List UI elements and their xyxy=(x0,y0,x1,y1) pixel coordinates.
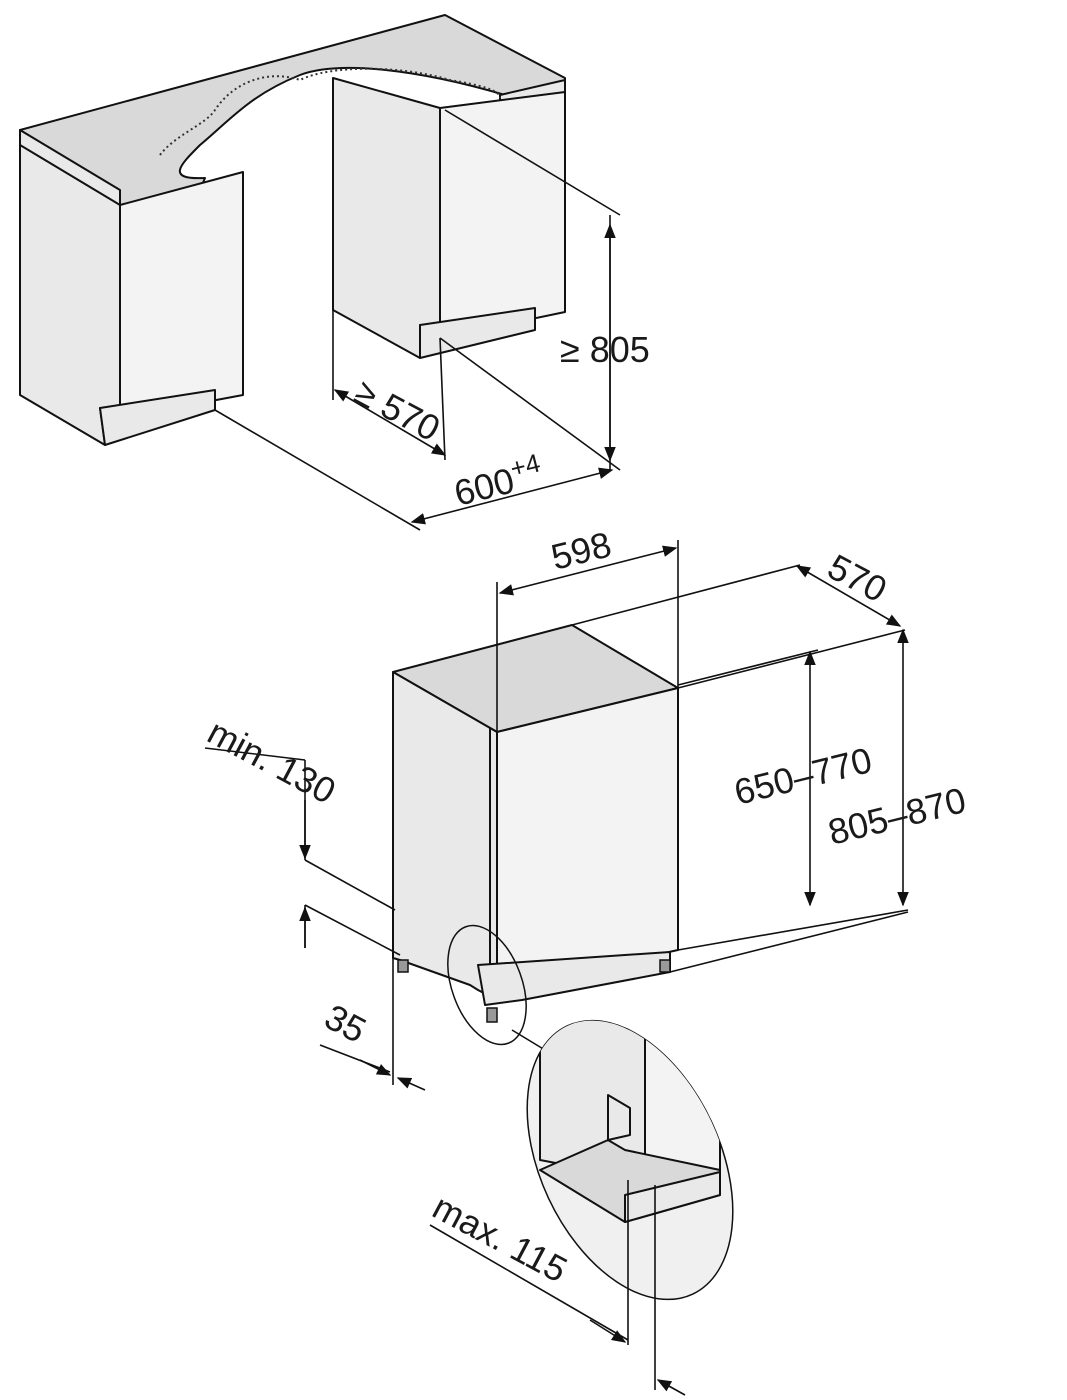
appliance-depth-label: 570 xyxy=(821,546,893,610)
appliance-depth-dimension xyxy=(795,565,902,627)
niche-width-tolerance: +4 xyxy=(507,447,543,483)
dishwasher-appliance xyxy=(204,540,909,1396)
niche-cabinets xyxy=(19,14,621,531)
niche-width-base: 600 xyxy=(450,459,518,513)
appliance-height-label: 805–870 xyxy=(824,779,970,853)
niche-depth-label: ≥ 570 xyxy=(348,371,447,449)
appliance-width-dimension xyxy=(498,545,678,596)
door-height-label: 650–770 xyxy=(730,739,876,813)
plinth-depth-label: 35 xyxy=(318,996,373,1051)
plinth-height-label: min. 130 xyxy=(201,711,342,812)
right-cabinet-front xyxy=(439,91,566,339)
worktop xyxy=(19,14,566,206)
appliance-width-label: 598 xyxy=(547,523,615,577)
plinth-depth-arrow xyxy=(359,1059,392,1076)
detail-magnified xyxy=(526,987,734,1301)
appliance-foot xyxy=(397,959,409,973)
appliance-foot xyxy=(659,959,671,973)
max-dim-arrow xyxy=(589,1319,627,1343)
detail-callout-small xyxy=(447,924,527,1046)
appliance-plinth xyxy=(477,951,671,1006)
niche-depth-dimension xyxy=(333,389,447,456)
appliance-foot xyxy=(486,1007,498,1023)
appliance-door-edge xyxy=(489,727,498,991)
niche-width-dimension xyxy=(410,467,614,525)
right-cabinet-plinth xyxy=(419,307,536,359)
right-cabinet-side xyxy=(332,77,441,359)
niche-width-label: 600+4 xyxy=(449,447,547,513)
left-cabinet-front xyxy=(119,171,244,419)
plinth-depth-arrow xyxy=(396,1077,426,1091)
appliance-door xyxy=(496,687,679,991)
max-dim-arrow xyxy=(656,1379,686,1396)
niche-height-label: ≥ 805 xyxy=(560,329,650,370)
